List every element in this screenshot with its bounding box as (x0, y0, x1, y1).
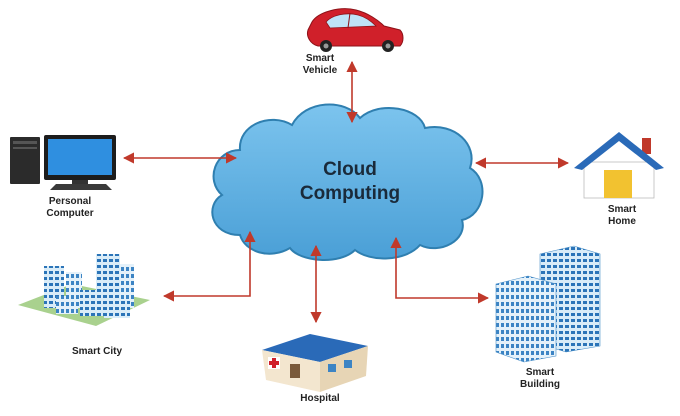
car-icon (307, 8, 404, 52)
label-hospital-line1: Hospital (300, 393, 340, 404)
label-smart-building-line2: Building (520, 379, 560, 390)
label-smart-home: Smart Home (592, 204, 652, 228)
label-hospital: Hospital (280, 393, 360, 405)
label-smart-vehicle-line1: Smart (305, 53, 335, 64)
cloud-title: Cloud Computing (250, 158, 450, 206)
arrow-city (162, 230, 256, 302)
city-buildings-icon (18, 254, 150, 326)
label-personal-computer: Personal Computer (30, 196, 110, 220)
arrow-building (390, 236, 490, 304)
label-personal-computer-line1: Personal (48, 196, 92, 207)
connector-arrows (122, 60, 570, 324)
hospital-icon (262, 334, 368, 392)
label-smart-home-line1: Smart (607, 204, 637, 215)
cloud-shape (211, 103, 484, 261)
label-smart-city: Smart City (52, 346, 142, 358)
label-smart-vehicle: Smart Vehicle (290, 53, 350, 77)
label-smart-building-line1: Smart (525, 367, 555, 378)
house-icon (574, 132, 664, 199)
cloud-title-line1: Cloud (323, 159, 377, 180)
label-smart-city-line1: Smart City (71, 346, 122, 357)
cloud-title-line2: Computing (299, 183, 401, 204)
desktop-computer-icon (10, 135, 116, 190)
label-smart-home-line2: Home (608, 216, 636, 227)
label-personal-computer-line2: Computer (46, 208, 94, 219)
label-smart-building: Smart Building (508, 367, 572, 391)
office-building-icon (495, 245, 601, 363)
label-smart-vehicle-line2: Vehicle (302, 65, 338, 76)
